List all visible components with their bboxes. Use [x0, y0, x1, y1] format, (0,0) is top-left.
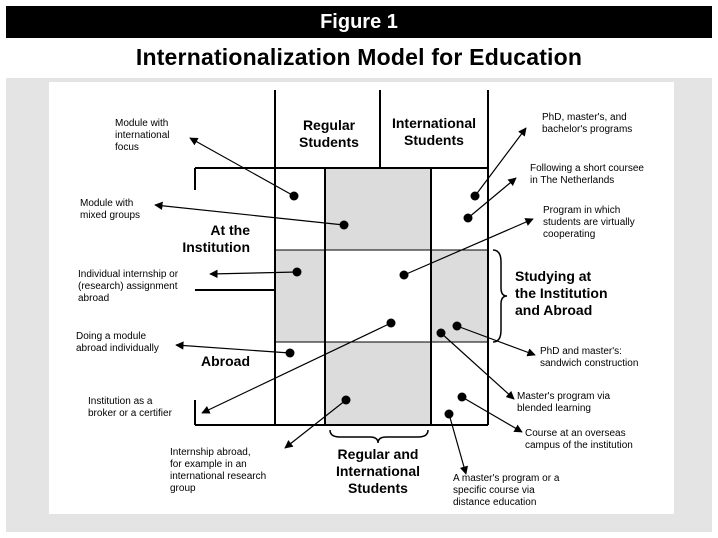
label-line: specific course via: [453, 485, 535, 496]
label-line: mixed groups: [80, 210, 141, 221]
group-label-line: Regular and: [337, 446, 419, 462]
column-header-line: International: [391, 115, 476, 131]
column-header-regular: Regular Students: [282, 117, 376, 151]
shaded-cell-regular-abroad: [325, 342, 431, 425]
label-distance-education: A master's program or a specific course …: [453, 473, 593, 509]
label-blended-learning: Master's program via blended learning: [517, 391, 647, 415]
column-header-line: Students: [299, 134, 359, 150]
group-label-line: Studying at: [515, 268, 592, 284]
dot: [285, 348, 295, 358]
dot: [292, 267, 302, 277]
label-line: international: [115, 130, 170, 141]
dots: [285, 191, 480, 419]
label-line: Doing a module: [76, 331, 147, 342]
group-label-line: Abroad: [201, 353, 250, 369]
label-line: international research: [170, 471, 267, 482]
label-line: Program in which: [543, 205, 621, 216]
label-line: in The Netherlands: [530, 175, 615, 186]
dot: [341, 395, 351, 405]
dot: [470, 191, 480, 201]
label-line: broker or a certifier: [88, 408, 172, 419]
group-label-line: and Abroad: [515, 302, 593, 318]
label-sandwich-construction: PhD and master's: sandwich construction: [540, 346, 672, 370]
group-label-line: At the: [210, 222, 250, 238]
label-line: (research) assignment: [78, 281, 178, 292]
label-module-international-focus: Module with international focus: [115, 118, 205, 154]
label-line: group: [170, 483, 196, 494]
label-overseas-campus: Course at an overseas campus of the inst…: [525, 428, 665, 452]
group-label-line: Institution: [182, 239, 250, 255]
column-header-international: International Students: [381, 115, 487, 149]
label-line: Individual internship or: [78, 269, 179, 280]
label-line: students are virtually: [543, 217, 635, 228]
dot: [289, 191, 299, 201]
dot: [399, 270, 409, 280]
group-label-abroad: Abroad: [170, 353, 250, 370]
label-line: sandwich construction: [540, 358, 639, 369]
label-line: abroad: [78, 293, 110, 304]
figure-label: Figure 1: [320, 11, 398, 33]
label-line: Following a short coursee: [530, 163, 644, 174]
label-line: A master's program or a: [453, 473, 560, 484]
dot: [444, 409, 454, 419]
label-phd-programs: PhD, master's, and bachelor's programs: [542, 112, 672, 136]
label-line: distance education: [453, 497, 537, 508]
shaded-cell-left-middle: [275, 250, 325, 342]
dot: [463, 213, 473, 223]
label-line: PhD and master's:: [540, 346, 622, 357]
label-line: focus: [115, 142, 139, 153]
label-line: blended learning: [517, 403, 591, 414]
diagram-title: Internationalization Model for Education: [135, 44, 583, 70]
label-line: Master's program via: [517, 391, 611, 402]
dot: [386, 318, 396, 328]
label-line: cooperating: [543, 229, 596, 240]
dot: [339, 220, 349, 230]
label-module-abroad: Doing a module abroad individually: [76, 331, 186, 355]
middle-band-lines: [275, 249, 488, 343]
group-label-at-institution: At the Institution: [150, 222, 250, 256]
label-line: for example in an: [170, 459, 247, 470]
label-broker-certifier: Institution as a broker or a certifier: [88, 396, 200, 420]
dot: [457, 392, 467, 402]
group-label-studying-both: Studying at the Institution and Abroad: [515, 268, 655, 319]
diagram-panel: [49, 82, 674, 514]
label-line: campus of the institution: [525, 440, 633, 451]
group-label-line: International: [335, 463, 420, 479]
figure-header: Figure 1: [6, 6, 712, 38]
dot: [436, 328, 446, 338]
label-line: bachelor's programs: [542, 124, 633, 135]
column-header-line: Regular: [302, 117, 356, 133]
dot: [452, 321, 462, 331]
label-internship-abroad-group: Internship abroad, for example in an int…: [170, 447, 295, 495]
label-line: PhD, master's, and: [542, 112, 627, 123]
label-line: Module with: [80, 198, 134, 209]
label-short-course: Following a short coursee in The Netherl…: [530, 163, 675, 187]
label-line: Module with: [115, 118, 169, 129]
group-label-line: the Institution: [515, 285, 608, 301]
group-label-regular-and-international: Regular and International Students: [318, 446, 438, 497]
connector-arrows: [154, 127, 536, 475]
brace-right: [492, 249, 508, 343]
group-label-line: Students: [348, 480, 408, 496]
label-module-mixed-groups: Module with mixed groups: [80, 198, 190, 222]
label-line: Institution as a: [88, 396, 153, 407]
label-virtual-program: Program in which students are virtually …: [543, 205, 673, 241]
brace-bottom: [329, 429, 429, 444]
label-line: abroad individually: [76, 343, 159, 354]
label-individual-internship: Individual internship or (research) assi…: [78, 269, 203, 305]
shaded-cell-regular-institution: [325, 168, 431, 250]
label-line: Internship abroad,: [170, 447, 251, 458]
column-header-line: Students: [404, 132, 464, 148]
label-line: Course at an overseas: [525, 428, 626, 439]
